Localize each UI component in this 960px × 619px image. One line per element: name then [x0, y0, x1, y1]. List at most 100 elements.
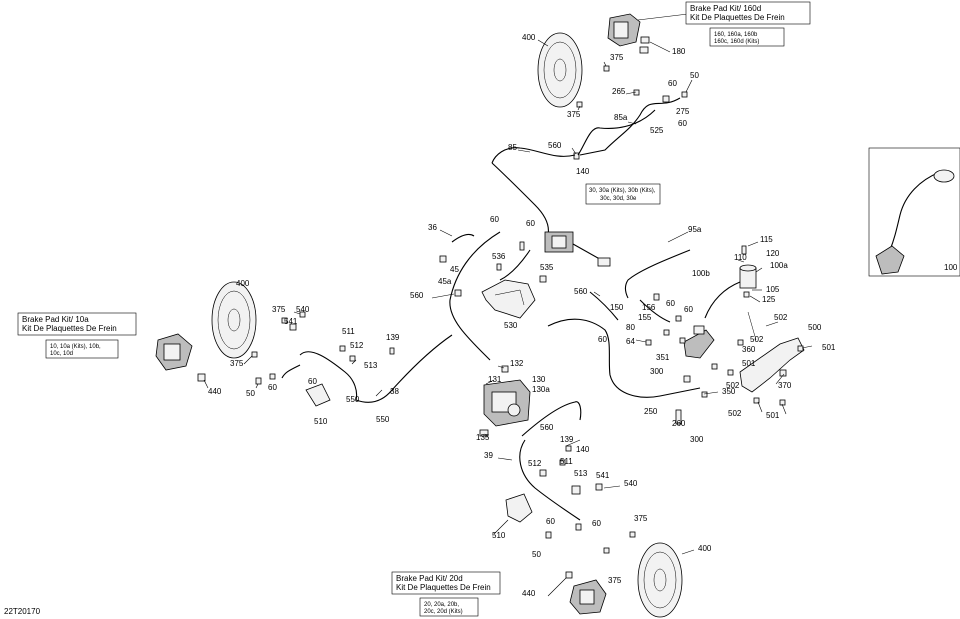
kit-box-title-fr: Kit De Plaquettes De Frein: [22, 324, 117, 333]
part-number-label: 100b: [692, 269, 710, 278]
part-number-label: 250: [644, 407, 658, 416]
part-number-label: 60: [684, 305, 693, 314]
part-number-label: 400: [236, 279, 250, 288]
part-number-label: 502: [728, 409, 742, 418]
part-number-label: 351: [656, 353, 670, 362]
part-number-label: 80: [626, 323, 635, 332]
part-number-label: 540: [624, 479, 638, 488]
leader-lines: [203, 13, 813, 597]
part-number-label: 400: [522, 33, 536, 42]
part-number-label: 50: [690, 71, 699, 80]
kit-box-kits: 20, 20a, 20b,: [424, 602, 459, 608]
part-number-label: 541: [284, 317, 298, 326]
part-number-label: 140: [576, 167, 590, 176]
part-number-label: 530: [504, 321, 518, 330]
part-number-label: 375: [610, 53, 624, 62]
part-number-label: 120: [766, 249, 780, 258]
part-number-label: 501: [766, 411, 780, 420]
part-number-label: 139: [386, 333, 400, 342]
bottom-bracket: [505, 493, 533, 523]
kit-box-title-fr: Kit De Plaquettes De Frein: [690, 13, 785, 22]
part-number-label: 360: [742, 345, 756, 354]
part-number-label: 105: [766, 285, 780, 294]
part-number-label: 125: [762, 295, 776, 304]
part-number-label: 300: [650, 367, 664, 376]
part-number-label: 550: [376, 415, 390, 424]
part-number-label: 36: [428, 223, 437, 232]
part-number-label: 131: [488, 375, 502, 384]
kit-box-bottom: Brake Pad Kit/ 20d Kit De Plaquettes De …: [391, 571, 501, 617]
part-number-label: 560: [410, 291, 424, 300]
bottom-disc: [637, 542, 683, 618]
part-number-label: 400: [698, 544, 712, 553]
master-kit-box: 30, 30a (Kits), 30b (Kits), 30c, 30d, 30…: [585, 183, 661, 205]
master-cylinder: [544, 231, 611, 267]
part-number-label: 560: [574, 287, 588, 296]
part-number-label: 511: [342, 327, 355, 336]
diagram-code: 22T20170: [4, 607, 41, 616]
part-number-label: 440: [522, 589, 536, 598]
center-small-parts: [439, 241, 547, 297]
part-number-label: 85: [508, 143, 517, 152]
part-number-label: 512: [350, 341, 364, 350]
part-number-label: 110: [734, 253, 747, 262]
reservoir-hose: [624, 249, 741, 319]
part-number-label: 139: [560, 435, 574, 444]
master-kit-line: 30c, 30d, 30e: [600, 196, 637, 202]
part-number-label: 513: [574, 469, 588, 478]
part-number-label: 511: [560, 457, 573, 466]
kit-box-top: Brake Pad Kit/ 160d Kit De Plaquettes De…: [685, 1, 811, 47]
part-number-label: 375: [567, 110, 581, 119]
part-number-label: 350: [722, 387, 736, 396]
kit-box-title-fr: Kit De Plaquettes De Frein: [396, 583, 491, 592]
reservoir: [739, 245, 757, 298]
part-number-label: 45a: [438, 277, 452, 286]
part-number-label: 60: [666, 299, 675, 308]
part-number-label: 535: [540, 263, 554, 272]
part-number-label: 85a: [614, 113, 628, 122]
part-number-label: 540: [296, 305, 310, 314]
part-number-label: 60: [668, 79, 677, 88]
top-caliper: [607, 13, 641, 47]
part-number-label: 513: [364, 361, 378, 370]
part-number-label: 265: [612, 87, 626, 96]
part-number-label: 501: [742, 359, 756, 368]
right-small-parts: [645, 293, 804, 425]
part-number-label: 375: [230, 359, 244, 368]
part-number-label: 536: [492, 252, 506, 261]
left-line-bracket: [305, 383, 331, 407]
part-number-label: 150: [610, 303, 624, 312]
bottom-brake-lines: [519, 401, 582, 521]
center-brake-lines: [449, 231, 531, 361]
part-number-label: 502: [774, 313, 788, 322]
kit-box-left: Brake Pad Kit/ 10a Kit De Plaquettes De …: [17, 312, 137, 359]
brake-pedal: [739, 311, 805, 393]
part-number-label: 130a: [532, 385, 550, 394]
part-number-label: 525: [650, 126, 664, 135]
part-number-label: 60: [546, 517, 555, 526]
left-brake-lines: [281, 334, 453, 403]
part-number-label: 50: [532, 550, 541, 559]
bottom-caliper: [569, 579, 607, 615]
part-number-label: 440: [208, 387, 222, 396]
part-number-label: 60: [490, 215, 499, 224]
bottom-hardware: [539, 445, 636, 579]
part-number-label: 512: [528, 459, 542, 468]
part-number-label: 560: [548, 141, 562, 150]
abs-module: [479, 365, 531, 437]
right-brake-lines: [547, 291, 701, 398]
part-number-label: 60: [268, 383, 277, 392]
part-number-label: 132: [510, 359, 524, 368]
part-number-label: 60: [308, 377, 317, 386]
part-number-label: 60: [592, 519, 601, 528]
kit-box-kits: 20c, 20d (Kits): [424, 609, 463, 615]
top-disc: [537, 32, 583, 108]
part-number-label: 156: [642, 303, 656, 312]
kit-box-kits: 160c, 160d (Kits): [714, 39, 759, 45]
kit-box-title: Brake Pad Kit/ 10a: [22, 315, 89, 324]
part-number-label: 275: [676, 107, 690, 116]
top-brake-line: [491, 97, 681, 236]
